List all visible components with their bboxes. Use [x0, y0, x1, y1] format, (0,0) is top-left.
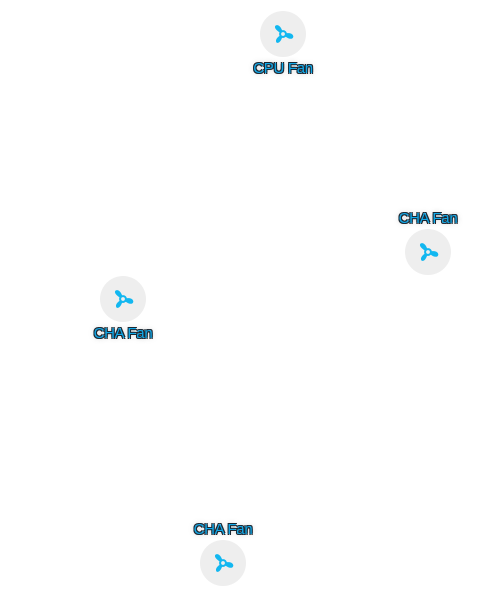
fan-icon-button[interactable] — [260, 11, 306, 57]
fan-icon-button[interactable] — [200, 540, 246, 586]
fan-label: CHA Fan — [93, 325, 153, 342]
fan-label: CHA Fan — [193, 521, 253, 538]
fan-node-cha-right[interactable]: CHA Fan — [383, 210, 473, 280]
fan-icon-button[interactable] — [405, 229, 451, 275]
fan-node-cha-left[interactable]: CHA Fan — [78, 276, 168, 346]
fan-icon — [214, 554, 234, 572]
fan-node-cha-bottom[interactable]: CHA Fan — [178, 521, 268, 591]
fan-icon — [419, 243, 439, 261]
fan-icon — [114, 290, 134, 308]
fan-label: CPU Fan — [253, 60, 313, 77]
fan-label: CHA Fan — [398, 210, 458, 227]
fan-node-cpu[interactable]: CPU Fan — [238, 11, 328, 81]
fan-icon — [274, 25, 294, 43]
fan-icon-button[interactable] — [100, 276, 146, 322]
